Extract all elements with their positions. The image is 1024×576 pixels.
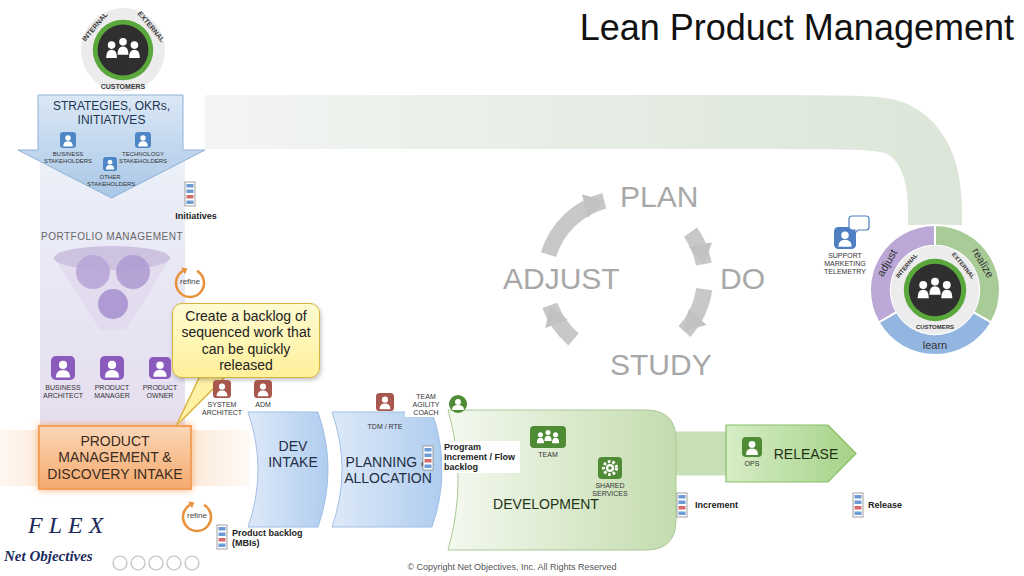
role-icon [254, 380, 272, 398]
diagram-label: ADM [248, 401, 278, 409]
node-text: DEV INTAKE [264, 438, 322, 470]
speech-bubble [849, 216, 869, 234]
diagram-label: DO [720, 262, 780, 296]
role-icon [51, 356, 75, 380]
node-outline [436, 410, 676, 550]
node-outline [870, 225, 1000, 355]
diagram-label: Product backlog (MBIs) [232, 528, 316, 548]
role-icon [135, 132, 151, 148]
diagram-label: STUDY [610, 348, 740, 382]
node-text: CUSTOMERS [916, 324, 954, 331]
page-title: Lean Product Management [580, 8, 1014, 48]
node-text: learn [923, 339, 947, 352]
flow-band [205, 122, 935, 225]
diagram-label: PLAN [620, 180, 730, 214]
cycle-arrow [691, 232, 704, 264]
diagram-label: FLEX [28, 512, 138, 539]
node-text: CUSTOMERS [101, 83, 146, 91]
diagram-label: PRODUCT MANAGER [88, 384, 136, 400]
cycle-arrow [548, 201, 604, 255]
flow-band [676, 432, 726, 476]
diagram-label: refine [182, 512, 212, 521]
process-box: PRODUCT MANAGEMENT & DISCOVERY INTAKE [38, 425, 192, 490]
node-shape [18, 95, 205, 198]
role-icon [376, 393, 394, 411]
diagram-label: BUSINESS ARCHITECT [39, 384, 87, 400]
release-arrow: RELEASE [726, 425, 856, 482]
diagram-label: ADJUST [503, 262, 633, 296]
diagram-label: PORTFOLIO MANAGEMENT [37, 231, 187, 242]
role-icon [100, 356, 124, 380]
diagram-label: OPS [737, 460, 767, 468]
diagram-label: SHARED SERVICES [585, 482, 635, 498]
toolbar-dots [113, 556, 199, 570]
backlog-icon [853, 493, 863, 517]
cycle-arrow [684, 289, 704, 331]
coach-icon [449, 395, 467, 413]
node-text: PRODUCT MANAGEMENT & DISCOVERY INTAKE [45, 433, 185, 481]
diagram-label: Program Increment / Flow backlog [442, 441, 520, 473]
node-shape [870, 225, 1000, 355]
diagram-label: OTHER STAKEHOLDERS [87, 174, 133, 187]
diagram-label: PRODUCT OWNER [138, 384, 182, 400]
feedback-wheel: adjustrealizeINTERNALCUSTOMERSEXTERNALle… [870, 225, 1000, 355]
diagram-label: © Copyright Net Objectives, Inc. All Rig… [352, 562, 672, 572]
role-icon [60, 132, 76, 148]
funnel-ball [116, 255, 150, 289]
diagram-label: Increment [695, 500, 765, 510]
backlog-icon [185, 182, 195, 206]
node-text: PLANNING & ALLOCATION [342, 454, 434, 486]
stage-shape: DEVELOPMENT [436, 410, 676, 550]
node-shape [81, 8, 165, 92]
cycle-arrow [550, 305, 574, 339]
backlog-icon [677, 493, 687, 517]
callout-box: Create a backlog of sequenced work that … [172, 303, 320, 378]
funnel-ball [98, 289, 128, 319]
backlog-icon [423, 446, 433, 470]
node-shape [332, 412, 442, 527]
diagram-label: TECHNOLOGY STAKEHOLDERS [115, 151, 171, 164]
role-icon [149, 357, 171, 379]
node-shape [248, 412, 328, 527]
diagram-label: SYSTEM ARCHITECT [198, 401, 246, 417]
diagram-label: TDM / RTE [360, 423, 410, 431]
role-icon [103, 157, 117, 171]
team-icon [530, 426, 566, 448]
diagram-label: BUSINESS STAKEHOLDERS [42, 151, 94, 164]
role-icon [834, 227, 856, 249]
funnel-ball [76, 255, 110, 289]
gear-icon [598, 457, 622, 479]
customer-badge: INTERNALCUSTOMERSEXTERNAL [81, 8, 165, 92]
funnel-rim [54, 246, 170, 270]
diagram-label: Release [868, 500, 928, 510]
stage-shape: DEV INTAKE [238, 412, 338, 527]
diagram-label: TEAM [530, 451, 566, 459]
diagram-label: SUPPORT MARKETING TELEMETRY [814, 252, 876, 275]
node-text: STRATEGIES, OKRs, INITIATIVES [42, 100, 181, 128]
role-icon [213, 380, 231, 398]
backlog-icon [217, 525, 227, 549]
node-text: DEVELOPMENT [486, 496, 606, 512]
diagram-label: refine [175, 278, 205, 287]
diagram-label: Initiatives [166, 211, 226, 221]
role-icon [742, 437, 762, 457]
node-shape [726, 425, 856, 482]
node-shape [448, 410, 676, 550]
diagram-label: Net Objectives [4, 548, 134, 565]
diagram-label: TEAM AGILITY COACH [405, 392, 447, 417]
node-text: RELEASE [770, 446, 842, 462]
node-text: Create a backlog of sequenced work that … [179, 308, 313, 372]
